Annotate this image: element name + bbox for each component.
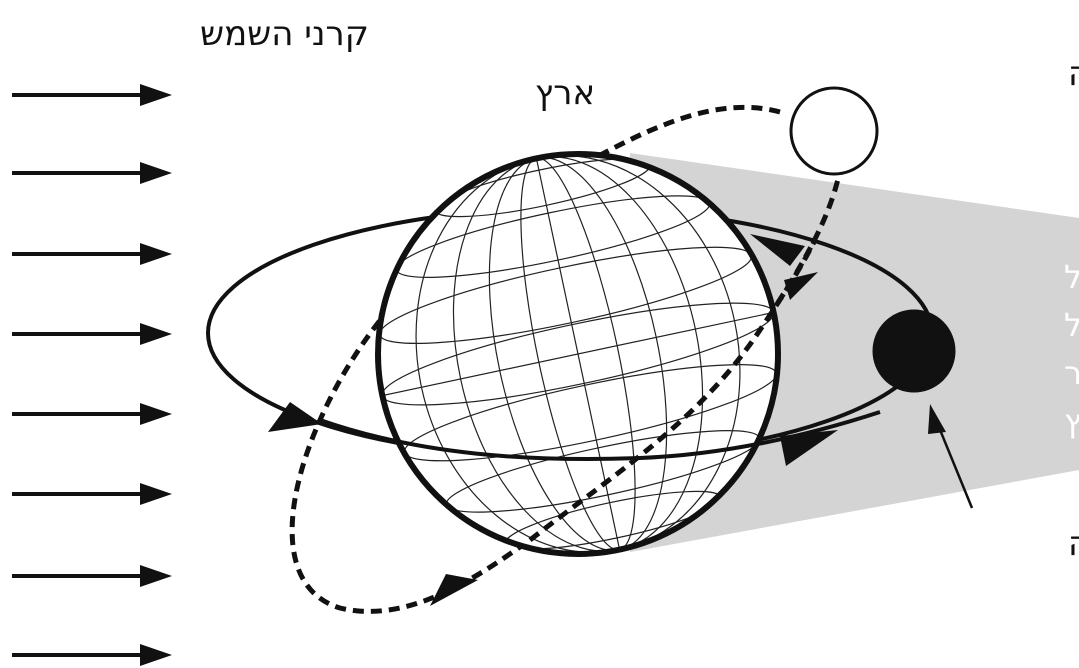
arrow-head-icon (140, 162, 172, 184)
arrow-head-icon (140, 644, 172, 666)
arrow-head-icon (140, 243, 172, 265)
arrow-head-icon (140, 483, 172, 505)
shadow-label-line-1: צל (1064, 258, 1079, 296)
sun-rays (12, 95, 160, 655)
arrow-head-icon (140, 403, 172, 425)
sun-ray-heads (140, 84, 172, 666)
arrow-head-icon (140, 84, 172, 106)
earth-label: ארץ (535, 73, 595, 113)
shadow-label-line-2: של (1064, 306, 1079, 344)
shadow-label-line-3: כדור (1064, 354, 1079, 392)
dashed-arrow-bottom (430, 574, 478, 606)
moon-eclipsed (874, 311, 954, 391)
arrow-head-icon (140, 323, 172, 345)
moon-eclipsed-label: ירח לוקה (1068, 524, 1079, 564)
shadow-label-line-4: הארץ (1064, 402, 1079, 440)
sun-rays-label: קרני השמש (200, 14, 369, 54)
arrow-head-icon (140, 565, 172, 587)
moon-not-eclipsed-label: ירח אינו לוקה (1068, 54, 1079, 94)
moon-not-eclipsed (791, 88, 877, 174)
